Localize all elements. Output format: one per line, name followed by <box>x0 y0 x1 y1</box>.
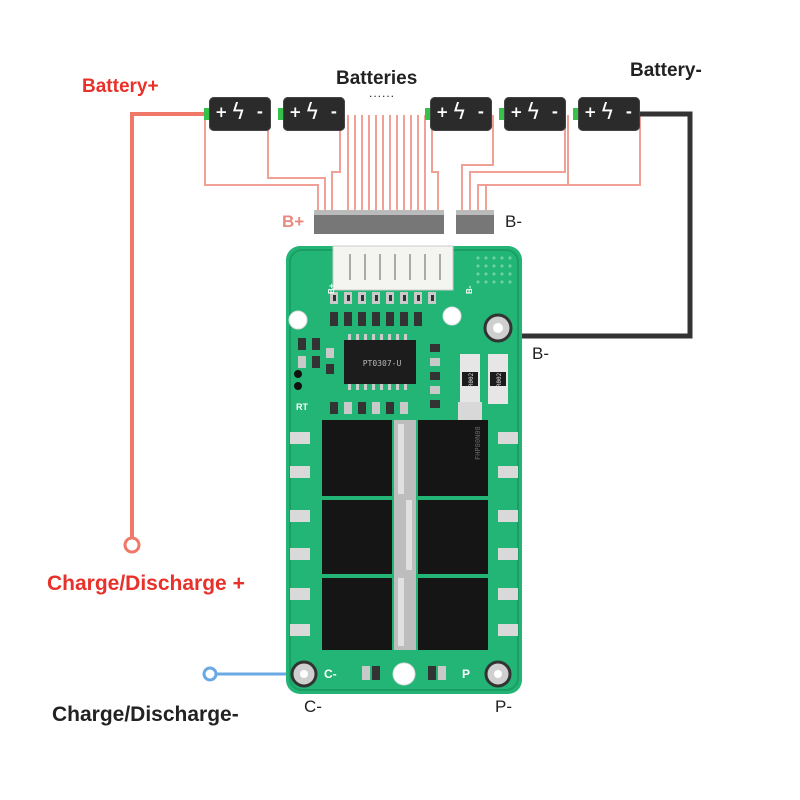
b-plus-label: B+ <box>282 212 305 231</box>
b-minus-label-board: B- <box>532 344 549 363</box>
battery-plus-label: Battery+ <box>82 76 159 97</box>
cell-minus-sign: - <box>477 103 484 121</box>
mosfet-array <box>322 420 488 650</box>
cell-plus-sign: + <box>436 103 449 121</box>
smd-row-2 <box>330 402 408 414</box>
battery-cell-1: + ϟ - <box>204 97 271 131</box>
cell-plus-sign: + <box>584 103 597 121</box>
cell-minus-sign: - <box>330 103 337 121</box>
lightning-bolt-icon: ϟ <box>231 100 246 125</box>
battery-minus-label: Battery- <box>630 60 702 81</box>
battery-plus-wire <box>123 112 205 554</box>
batteries-label: Batteries <box>336 68 418 89</box>
battery-cell-2: + ϟ - <box>278 97 345 131</box>
lightning-bolt-icon: ϟ <box>600 100 615 125</box>
via-grid <box>476 256 512 284</box>
p-minus-label: P- <box>495 697 512 716</box>
battery-minus-wire <box>498 111 693 339</box>
cell-terminal-icon <box>278 108 283 120</box>
smd-row <box>330 292 436 326</box>
cell-terminal-icon <box>204 108 209 120</box>
battery-cell-5: + ϟ - <box>573 97 640 131</box>
lightning-bolt-icon: ϟ <box>526 100 541 125</box>
cell-terminal-icon <box>499 108 504 120</box>
side-tabs <box>290 432 518 636</box>
bottom-smd <box>362 666 446 680</box>
charge-minus-wire <box>202 666 300 682</box>
cell-terminal-icon <box>573 108 578 120</box>
balance-connector <box>332 245 454 291</box>
charge-discharge-plus-label: Charge/Discharge + <box>47 572 245 595</box>
lightning-bolt-icon: ϟ <box>305 100 320 125</box>
mounting-holes <box>288 306 462 686</box>
cell-minus-sign: - <box>551 103 558 121</box>
cell-plus-sign: + <box>289 103 302 121</box>
resistor-1-mark: R002 <box>468 372 475 387</box>
cell-minus-sign: - <box>625 103 632 121</box>
pcb-board: PT0307-U RT R002 R002 <box>286 245 522 694</box>
resistor-2-mark: R002 <box>496 372 503 387</box>
cell-plus-sign: + <box>510 103 523 121</box>
shunt-resistors <box>458 354 508 420</box>
mosfet-mark: FHP80N08 <box>474 426 482 460</box>
right-parts <box>430 344 440 408</box>
cell-terminal-icon <box>425 108 430 120</box>
cell-minus-sign: - <box>256 103 263 121</box>
silk-b-plus: B+ <box>327 283 336 294</box>
silk-rt: RT <box>296 402 308 412</box>
silk-p: P <box>462 667 470 681</box>
balance-wires <box>204 115 641 212</box>
silk-b-minus: B- <box>465 285 474 294</box>
charge-discharge-minus-label: Charge/Discharge- <box>52 703 239 726</box>
cell-plus-sign: + <box>215 103 228 121</box>
c-minus-label: C- <box>304 697 322 716</box>
protection-ic <box>344 340 416 384</box>
ic-marking: PT0307-U <box>363 359 402 368</box>
rt-parts <box>294 338 334 390</box>
b-minus-label-top: B- <box>505 212 522 231</box>
battery-cell-3: + ϟ - <box>425 97 492 131</box>
lightning-bolt-icon: ϟ <box>452 100 467 125</box>
battery-cell-4: + ϟ - <box>499 97 566 131</box>
batteries-ellipsis: ...... <box>369 86 396 100</box>
silk-c-minus: C- <box>324 667 337 681</box>
